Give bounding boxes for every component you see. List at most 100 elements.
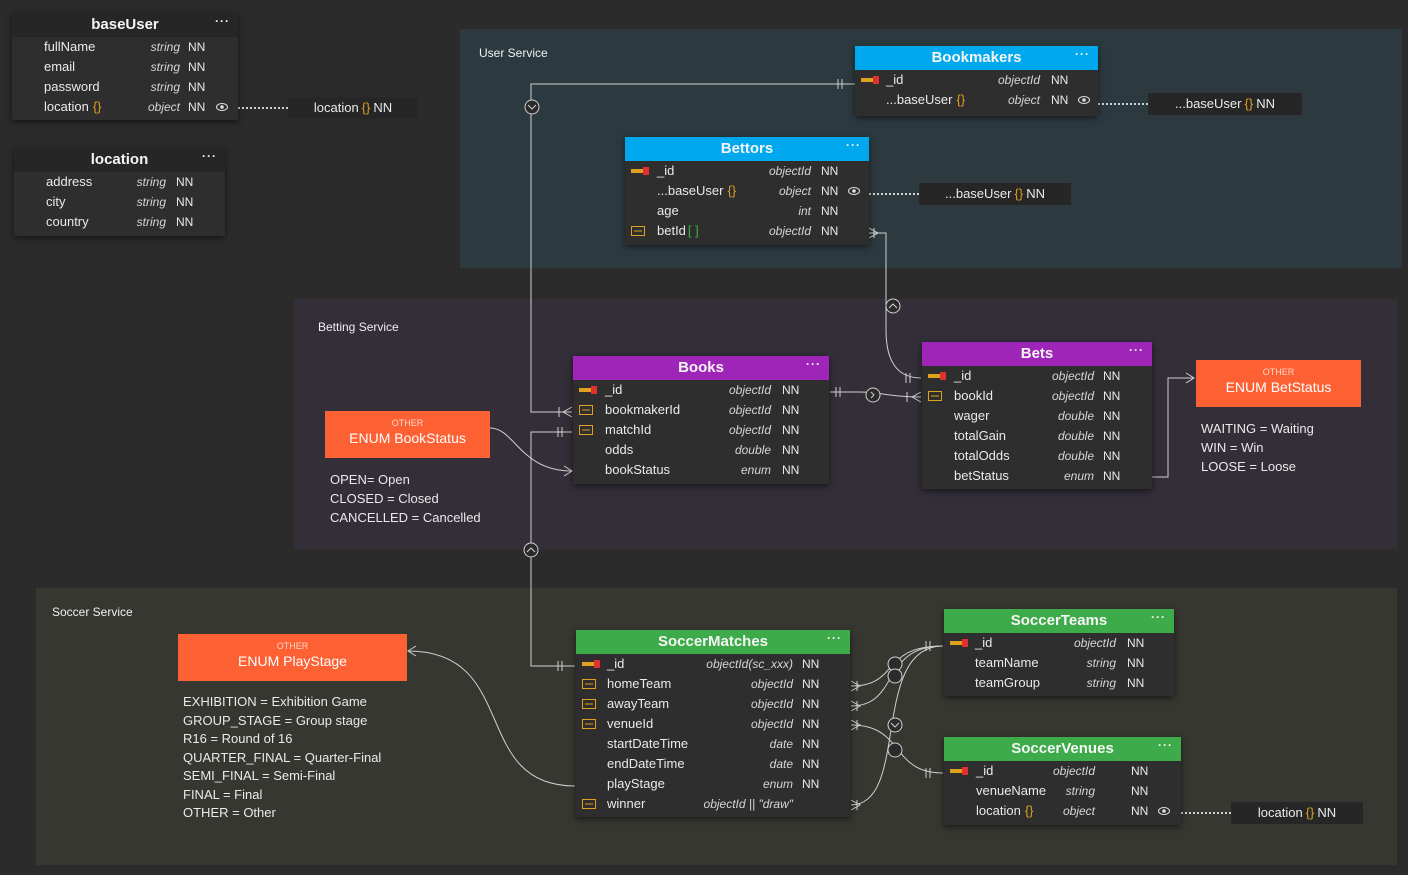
bookstatus-enum-link [489, 427, 573, 472]
eye-icon[interactable] [1078, 95, 1090, 105]
books-title: Books [678, 359, 724, 376]
betstatus-enum-link [1152, 377, 1194, 478]
relation-icon [579, 405, 593, 415]
relation-icon [582, 719, 596, 729]
bookmakers-header[interactable]: Bookmakers ··· [855, 46, 1098, 70]
relation-icon [579, 425, 593, 435]
key-icon [950, 639, 968, 647]
relation-icon [582, 679, 596, 689]
key-icon [582, 660, 600, 668]
bettors-baseUser-embed[interactable]: ...baseUser{}NN [919, 183, 1071, 205]
bets-header[interactable]: Bets ··· [922, 342, 1152, 366]
bettors-header[interactable]: Bettors ··· [625, 137, 869, 161]
ellipsis-icon[interactable]: ··· [1129, 343, 1144, 357]
books-header[interactable]: Books ··· [573, 356, 829, 380]
soccervenues-title: SoccerVenues [1011, 740, 1114, 757]
key-icon [928, 372, 946, 380]
ellipsis-icon[interactable]: ··· [1158, 738, 1173, 752]
bets-title: Bets [1020, 345, 1054, 362]
key-icon [579, 386, 597, 394]
ellipsis-icon[interactable]: ··· [215, 14, 230, 28]
enum-betstatus-box[interactable]: OTHER ENUM BetStatus [1196, 360, 1361, 407]
enum-playstage-values: EXHIBITION = Exhibition Game GROUP_STAGE… [183, 694, 382, 820]
baseUser-title: baseUser [91, 16, 159, 33]
soccerteams-header[interactable]: SoccerTeams ··· [944, 609, 1174, 633]
ellipsis-icon[interactable]: ··· [1151, 610, 1166, 624]
relation-icon [582, 699, 596, 709]
venues-location-embed[interactable]: location{}NN [1231, 802, 1363, 824]
betting-service-label: Betting Service [318, 320, 399, 334]
ellipsis-icon[interactable]: ··· [827, 631, 842, 645]
baseUser-location-embed[interactable]: location{}NN [288, 97, 418, 119]
bookmakers-title: Bookmakers [931, 49, 1022, 66]
ellipsis-icon[interactable]: ··· [846, 138, 861, 152]
key-icon [861, 76, 879, 84]
ellipsis-icon[interactable]: ··· [1075, 47, 1090, 61]
key-icon [631, 167, 649, 175]
bettors-bets-link [869, 232, 922, 379]
baseUser-header[interactable]: baseUser ··· [12, 13, 238, 37]
eye-icon[interactable] [216, 102, 228, 112]
soccerteams-title: SoccerTeams [1010, 612, 1108, 629]
enum-bookstatus-box[interactable]: OTHER ENUM BookStatus [325, 411, 490, 458]
soccermatches-header[interactable]: SoccerMatches ··· [576, 630, 850, 654]
eye-icon[interactable] [848, 186, 860, 196]
ellipsis-icon[interactable]: ··· [202, 149, 217, 163]
eye-icon[interactable] [1158, 806, 1170, 816]
enum-playstage-box[interactable]: OTHER ENUM PlayStage [178, 634, 407, 681]
soccervenues-header[interactable]: SoccerVenues ··· [944, 737, 1181, 761]
location-header[interactable]: location ··· [14, 148, 225, 172]
bookmakers-baseUser-embed[interactable]: ...baseUser{}NN [1148, 93, 1302, 115]
ellipsis-icon[interactable]: ··· [806, 357, 821, 371]
playstage-enum-link [407, 650, 576, 787]
